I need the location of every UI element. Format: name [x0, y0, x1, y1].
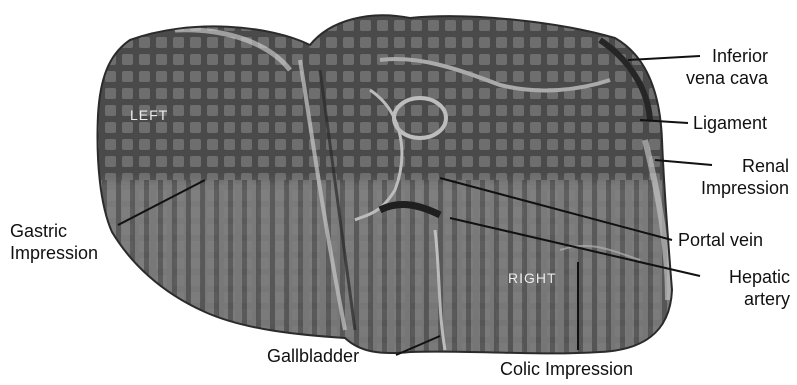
label-portal-vein: Portal vein [678, 229, 763, 251]
liver-shape [90, 8, 680, 365]
right-lobe-label: RIGHT [508, 270, 557, 286]
label-inferior-vena-cava-line-2: vena cava [686, 67, 768, 89]
label-hepatic-artery-line-1: Hepatic [729, 266, 790, 288]
label-hepatic-artery: Hepatic artery [729, 266, 790, 310]
label-gastric-impression: Gastric Impression [10, 220, 98, 264]
left-lobe-label: LEFT [130, 107, 168, 123]
label-ligament: Ligament [693, 112, 767, 134]
label-hepatic-artery-line-2: artery [729, 288, 790, 310]
label-inferior-vena-cava-line-1: Inferior [686, 45, 768, 67]
label-renal-impression-line-1: Renal [701, 155, 789, 177]
label-gastric-impression-line-2: Impression [10, 242, 98, 264]
label-gallbladder: Gallbladder [267, 345, 359, 367]
label-gastric-impression-line-1: Gastric [10, 220, 98, 242]
label-colic-impression: Colic Impression [500, 358, 633, 380]
label-renal-impression-line-2: Impression [701, 177, 789, 199]
label-renal-impression: Renal Impression [701, 155, 789, 199]
label-inferior-vena-cava: Inferior vena cava [686, 45, 768, 89]
